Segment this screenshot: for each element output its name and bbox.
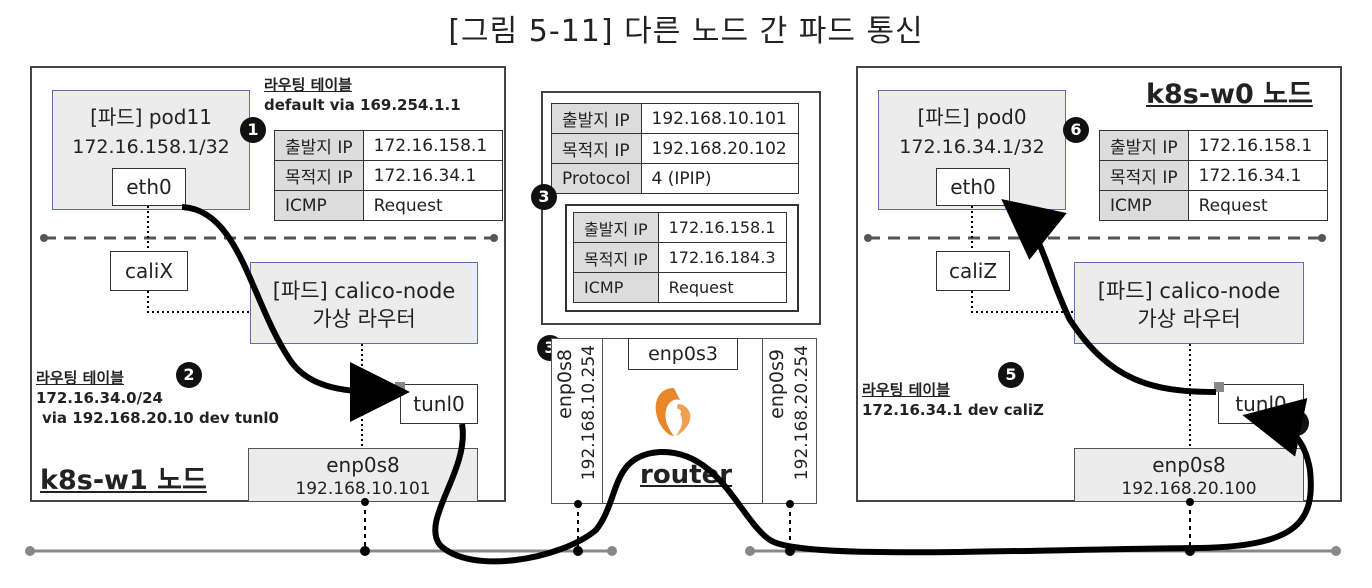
step-badge-5: 5 <box>998 362 1024 388</box>
left-cali: caliX <box>110 251 188 291</box>
left-rt2-line1: 172.16.34.0/24 <box>36 389 163 407</box>
right-nic-name: enp0s8 <box>1152 453 1226 477</box>
figure-title: [그림 5-11] 다른 노드 간 파드 통신 <box>448 14 924 49</box>
right-pod-title: [파드] pod0 <box>917 105 1027 129</box>
step-badge-1: 1 <box>240 117 266 143</box>
left-rt1-line: default via 169.254.1.1 <box>264 96 461 114</box>
right-rt: 라우팅 테이블 172.16.34.1 dev caliZ <box>862 380 1044 420</box>
right-nic-ip: 192.168.20.100 <box>1121 479 1257 499</box>
left-calico-title: [파드] calico-node <box>272 279 456 303</box>
router-enp0s3: enp0s3 <box>628 338 738 370</box>
left-rt1: 라우팅 테이블 default via 169.254.1.1 <box>264 75 461 115</box>
right-rt-heading: 라우팅 테이블 <box>862 381 951 399</box>
right-calico-sub: 가상 라우터 <box>1137 307 1241 331</box>
left-eth0: eth0 <box>112 168 186 206</box>
right-tunl-port <box>1214 382 1224 392</box>
step-badge-3a: 3 <box>531 184 557 210</box>
right-pod-ip: 172.16.34.1/32 <box>899 136 1045 158</box>
right-rt-line: 172.16.34.1 dev caliZ <box>862 401 1044 419</box>
router-logo-icon <box>655 388 691 436</box>
left-nic: enp0s8 192.168.10.101 <box>248 448 478 502</box>
right-eth0: eth0 <box>936 168 1010 206</box>
left-rt1-heading: 라우팅 테이블 <box>264 76 353 94</box>
left-pod-ip: 172.16.158.1/32 <box>72 136 230 158</box>
right-node-name: k8s-w0 노드 <box>1146 79 1313 110</box>
router-right-nic: enp0s9 192.168.20.254 <box>762 338 817 504</box>
left-node-name: k8s-w1 노드 <box>40 465 207 496</box>
right-cali: caliZ <box>936 251 1010 291</box>
left-nic-ip: 192.168.10.101 <box>295 479 431 499</box>
router-inner-frame <box>565 204 799 312</box>
left-pod-title: [파드] pod11 <box>90 105 212 129</box>
step-badge-6: 6 <box>1063 117 1089 143</box>
left-rt2-heading: 라우팅 테이블 <box>36 369 125 387</box>
left-tunl0: tunl0 <box>400 384 478 424</box>
right-calico-title: [파드] calico-node <box>1097 279 1281 303</box>
left-nic-name: enp0s8 <box>326 453 400 477</box>
right-nic: enp0s8 192.168.20.100 <box>1074 448 1304 502</box>
left-rt2-line2: via 192.168.20.10 dev tunl0 <box>42 409 279 427</box>
left-calico-sub: 가상 라우터 <box>312 307 416 331</box>
left-calico-node: [파드] calico-node 가상 라우터 <box>250 262 478 344</box>
step-badge-2: 2 <box>176 362 202 388</box>
router-left-nic: enp0s8 192.168.10.254 <box>551 338 603 504</box>
left-rt2: 라우팅 테이블 172.16.34.0/24 via 192.168.20.10… <box>36 368 279 428</box>
right-calico-node: [파드] calico-node 가상 라우터 <box>1074 262 1304 344</box>
